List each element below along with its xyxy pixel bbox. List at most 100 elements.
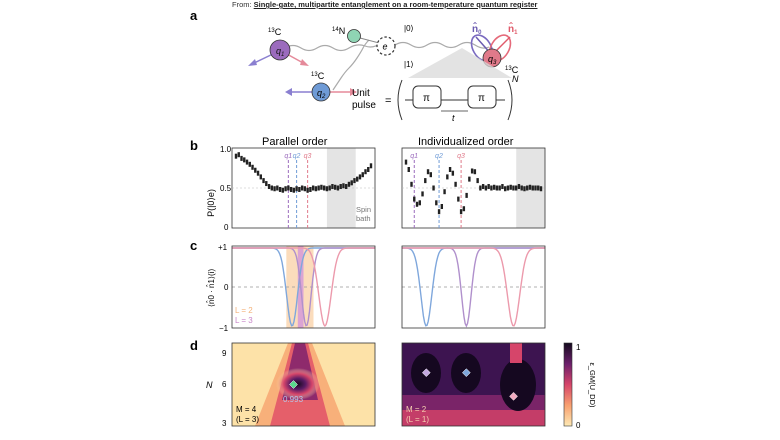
- data-point: [284, 186, 287, 192]
- data-point: [448, 167, 452, 172]
- data-point: [306, 187, 309, 193]
- data-point: [361, 172, 364, 178]
- data-point: [333, 184, 337, 190]
- panel-b-ylabel: P(|0⟩e): [206, 189, 216, 217]
- data-point: [276, 185, 279, 191]
- panel-b: b Parallel order Individualized order P(…: [190, 136, 546, 232]
- data-point: [240, 155, 243, 161]
- data-point: [292, 187, 296, 193]
- heatmap-marker-3: [461, 368, 471, 378]
- panel-c-ytick-0: 0: [224, 283, 229, 292]
- data-point: [367, 167, 370, 172]
- data-point: [481, 184, 485, 190]
- data-point: [358, 174, 362, 180]
- heatmap-left-hotspot: [276, 368, 320, 400]
- data-point: [254, 167, 257, 173]
- data-point: [509, 184, 512, 190]
- q2-arrow-right-head: [350, 88, 357, 96]
- vline-label-q1: q1: [410, 153, 418, 160]
- data-point: [369, 163, 373, 169]
- panel-b-ytick-1: 1.0: [220, 145, 232, 154]
- coupling-q1-e: [284, 42, 382, 52]
- data-point: [531, 185, 534, 191]
- data-point: [454, 181, 457, 187]
- heatmap-markers: [289, 368, 518, 401]
- t-label: t: [452, 113, 455, 123]
- data-point: [289, 186, 293, 192]
- spin-bath-line1: Spin: [356, 205, 371, 214]
- data-point: [298, 186, 301, 192]
- curve-series-3: [402, 247, 545, 327]
- colorbar-label: ε_GM(U_DD): [588, 362, 597, 408]
- electron-spin: [376, 36, 396, 56]
- data-point: [457, 196, 460, 202]
- electron-state-0: |0⟩: [404, 24, 414, 33]
- data-point: [435, 200, 438, 206]
- unit-pulse-line1: Unit: [352, 88, 370, 99]
- legend-L2: L = 2: [235, 306, 253, 315]
- data-point: [443, 189, 446, 195]
- data-point: [325, 186, 329, 192]
- coupling-q2-e: [332, 39, 370, 91]
- heatmap-marker-1: [289, 380, 298, 389]
- data-point: [320, 184, 323, 190]
- paren-right: [507, 79, 513, 121]
- data-point: [267, 184, 271, 190]
- data-point: [407, 167, 410, 172]
- data-point: [331, 184, 334, 190]
- panel-c-ytick-plus1: +1: [218, 243, 228, 252]
- source-title-link[interactable]: Single-gate, multipartite entanglement o…: [253, 0, 538, 9]
- spin-bath-line2: bath: [356, 214, 371, 223]
- colorbar: [563, 342, 573, 427]
- data-point: [490, 185, 493, 191]
- data-point: [322, 185, 326, 191]
- data-point: [465, 192, 468, 198]
- pi-label-2: π: [478, 93, 485, 104]
- colorbar-tick-0: 0: [576, 421, 581, 430]
- data-point: [437, 209, 441, 215]
- left-M-label: M = 4: [236, 405, 257, 414]
- data-point: [501, 184, 504, 190]
- heatmap-d-left: [232, 343, 375, 426]
- data-point: [278, 186, 282, 192]
- data-point: [537, 185, 540, 191]
- data-point: [539, 186, 543, 192]
- n0-axis-label: n̂0: [472, 22, 482, 36]
- vline-label-q2: q2: [293, 153, 301, 160]
- data-point: [314, 186, 318, 192]
- frame-c-left: [231, 245, 376, 329]
- data-point: [424, 178, 427, 184]
- data-point: [350, 180, 353, 186]
- unit-pulse-line2: pulse: [352, 100, 376, 111]
- data-point: [523, 186, 526, 192]
- data-point: [256, 170, 260, 176]
- paren-left: [397, 79, 403, 121]
- data-point: [259, 174, 262, 180]
- legend-L3: L = 3: [235, 316, 253, 325]
- data-point: [498, 185, 501, 191]
- data-point: [468, 176, 471, 182]
- panel-c: c ⟨n̂0 · n̂1⟩(i) +1 0 −1 L = 2 L = 3: [190, 238, 546, 333]
- heatmap-marker-2: [421, 368, 431, 378]
- q1-isotope: 13C: [268, 27, 282, 37]
- data-point: [345, 184, 348, 190]
- source-line: From: Single-gate, multipartite entangle…: [232, 0, 537, 9]
- data-point: [347, 181, 351, 187]
- heatmap-right-stripe: [510, 343, 522, 363]
- data-point: [281, 187, 285, 193]
- right-M-label: M = 2: [406, 405, 427, 414]
- data-point: [234, 153, 238, 159]
- panel-b-left-title: Parallel order: [262, 136, 328, 148]
- data-point: [462, 206, 466, 212]
- nucleus-q1: [269, 39, 291, 61]
- data-point: [429, 172, 432, 178]
- data-point: [248, 161, 251, 167]
- colorbar-tick-1: 1: [576, 343, 581, 352]
- frame-c-right: [401, 245, 546, 329]
- data-point: [484, 185, 488, 191]
- data-point: [328, 185, 331, 191]
- data-point: [404, 159, 408, 165]
- panel-c-letter: c: [190, 238, 197, 253]
- data-point: [415, 201, 419, 207]
